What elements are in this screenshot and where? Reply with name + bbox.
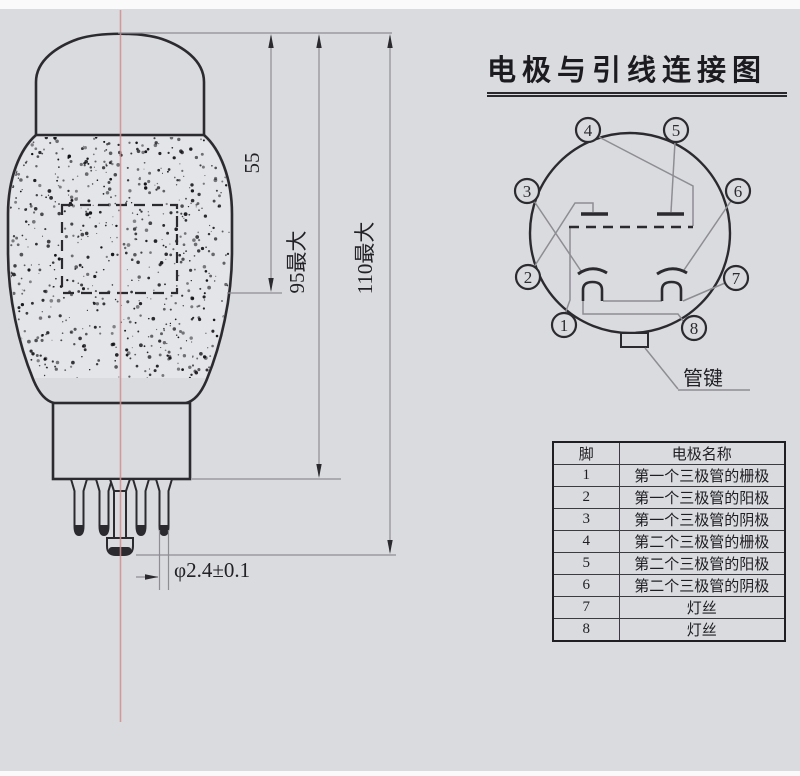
electrode-name-cell: 灯丝 <box>618 618 786 642</box>
tube-side-view <box>6 10 234 722</box>
electrode-column-header: 电极名称 <box>618 441 786 465</box>
cathode-2-symbol <box>656 267 688 276</box>
internal-structure-dashed-rect <box>60 203 179 295</box>
pin-connection-diagram: 1 2 3 4 5 6 7 8 管键 <box>513 116 752 391</box>
pin-number-6: 6 <box>734 182 743 201</box>
pin-number-cell: 7 <box>552 596 620 619</box>
electrode-name-cell: 第一个三极管的阳极 <box>618 486 786 509</box>
dimensions: 55 95最大 110最大 φ2.4±0.1 <box>118 32 396 590</box>
dim-95-label: 95最大 <box>285 231 309 294</box>
socket-circle <box>528 131 732 335</box>
pin-column-header: 脚 <box>552 441 620 465</box>
key-label: 管键 <box>683 367 723 390</box>
dimension-arrows <box>145 34 393 580</box>
pin-number-8: 8 <box>690 319 699 338</box>
electrode-symbols <box>569 212 693 301</box>
diagram-title: 电极与引线连接图 <box>487 47 787 97</box>
electrode-name-cell: 第二个三极管的阳极 <box>618 552 786 575</box>
filament-1-symbol <box>581 280 604 301</box>
pin-circles <box>513 116 752 342</box>
pin-number-3: 3 <box>523 182 532 201</box>
pin-number-cell: 4 <box>552 530 620 553</box>
bulb-left-edge <box>6 134 55 405</box>
extension-lines <box>118 32 396 590</box>
pin-number-cell: 6 <box>552 574 620 597</box>
electrode-name-cell: 灯丝 <box>618 596 786 619</box>
pin-number-7: 7 <box>732 269 741 288</box>
pin-markers: 1 2 3 4 5 6 7 8 <box>513 116 752 342</box>
tube-pins <box>69 478 174 537</box>
pin-number-2: 2 <box>524 268 533 287</box>
pin-number-cell: 5 <box>552 552 620 575</box>
connection-wires <box>533 135 750 391</box>
cathode-1-symbol <box>577 267 608 276</box>
pin-tips <box>74 525 169 535</box>
pin-number-cell: 1 <box>552 464 620 487</box>
pin-number-cell: 2 <box>552 486 620 509</box>
dim-pin-diameter-label: φ2.4±0.1 <box>174 558 250 582</box>
dimension-labels: 55 95最大 110最大 φ2.4±0.1 <box>174 153 377 583</box>
pin-number-4: 4 <box>584 121 593 140</box>
tube-base <box>51 401 192 481</box>
pin-number-1: 1 <box>560 316 569 335</box>
dim-110-label: 110最大 <box>353 222 377 295</box>
filament-2-symbol <box>660 280 683 301</box>
top-white-strip <box>0 0 800 9</box>
bottom-white-strip <box>0 771 800 776</box>
pin-number-5: 5 <box>672 121 681 140</box>
pin-number-cell: 8 <box>552 618 620 642</box>
dim-55-label: 55 <box>240 153 264 174</box>
electrode-name-cell: 第一个三极管的阴极 <box>618 508 786 531</box>
key-tab <box>620 332 649 348</box>
electrode-name-cell: 第二个三极管的阴极 <box>618 574 786 597</box>
electrode-name-cell: 第二个三极管的栅极 <box>618 530 786 553</box>
bulb-right-edge <box>185 134 234 405</box>
electrode-name-cell: 第一个三极管的栅极 <box>618 464 786 487</box>
table-header-row: 脚 电极名称 <box>552 441 786 465</box>
pin-number-cell: 3 <box>552 508 620 531</box>
pin-numbers: 1 2 3 4 5 6 7 8 <box>523 121 743 338</box>
